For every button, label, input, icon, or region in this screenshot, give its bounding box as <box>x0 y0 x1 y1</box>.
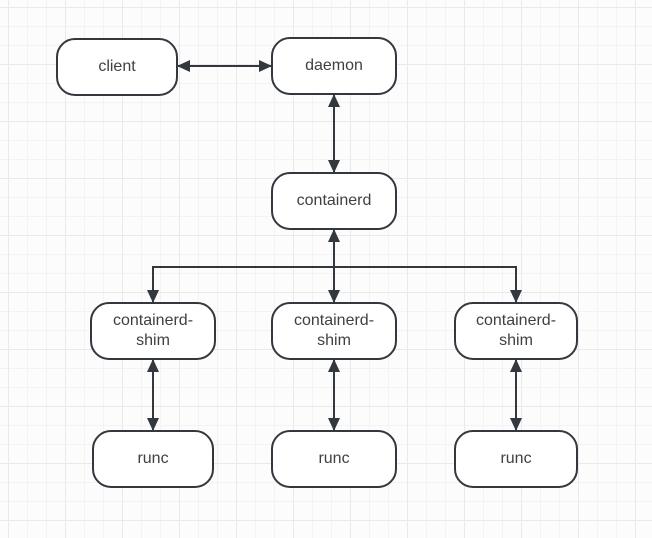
node-client-label: client <box>98 58 136 75</box>
node-daemon-label: daemon <box>305 57 363 74</box>
node-containerd[interactable]: containerd <box>271 172 397 230</box>
node-containerd-label: containerd <box>296 192 372 209</box>
node-containerd-shim-3-label: containerd-shim <box>475 312 557 349</box>
node-runc-1[interactable]: runc <box>92 430 214 488</box>
node-containerd-shim-3[interactable]: containerd-shim <box>454 302 578 360</box>
node-runc-1-label: runc <box>137 450 169 467</box>
node-client[interactable]: client <box>56 38 178 96</box>
node-runc-2[interactable]: runc <box>271 430 397 488</box>
edge-containerd-shim-1[interactable] <box>147 266 334 303</box>
node-runc-3[interactable]: runc <box>454 430 578 488</box>
edge-containerd-shim-3[interactable] <box>334 266 522 303</box>
node-containerd-shim-2[interactable]: containerd-shim <box>271 302 397 360</box>
node-runc-2-label: runc <box>318 450 350 467</box>
node-containerd-shim-1-label: containerd-shim <box>112 312 194 349</box>
node-runc-3-label: runc <box>500 450 532 467</box>
node-daemon[interactable]: daemon <box>271 37 397 95</box>
node-containerd-shim-2-label: containerd-shim <box>293 312 375 349</box>
node-containerd-shim-1[interactable]: containerd-shim <box>90 302 216 360</box>
